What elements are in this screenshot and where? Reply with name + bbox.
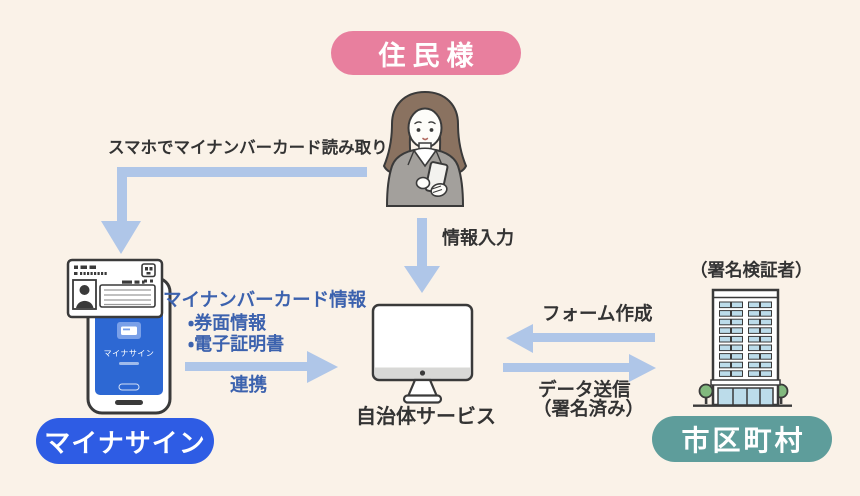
municipal-service-monitor-icon bbox=[371, 303, 474, 404]
phone-app-title: マイナサイン bbox=[104, 349, 155, 358]
resident-badge: 住民様 bbox=[331, 31, 521, 75]
municipal-service-label: 自治体サービス bbox=[356, 404, 496, 428]
mynasign-app-illustration: マイナサイン bbox=[66, 258, 172, 415]
resident-woman-icon bbox=[382, 90, 468, 207]
arrow-data-send-icon bbox=[503, 354, 656, 382]
card-info-item-certificate: ・電子証明書 bbox=[188, 334, 285, 355]
signature-verifier-label: （署名検証者） bbox=[690, 261, 813, 281]
arrow-form-creation-icon bbox=[506, 324, 655, 353]
renkei-label: 連携 bbox=[230, 375, 268, 396]
arrow-renkei-icon bbox=[185, 351, 338, 383]
data-send-label-line2: （署名済み） bbox=[533, 399, 645, 420]
card-info-title: マイナンバーカード情報 bbox=[163, 290, 367, 311]
mynumber-card-icon bbox=[66, 258, 164, 319]
info-input-label: 情報入力 bbox=[442, 228, 514, 249]
data-send-label-line1: データ送信 bbox=[538, 380, 631, 401]
card-info-item-kenmen: ・券面情報 bbox=[188, 313, 267, 334]
arrow-read-card-icon bbox=[101, 167, 367, 254]
mynasign-badge: マイナサイン bbox=[36, 418, 214, 464]
form-creation-label: フォーム作成 bbox=[542, 304, 653, 325]
tree-icon bbox=[698, 383, 714, 404]
smartphone-read-label: スマホでマイナンバーカード読み取り bbox=[108, 138, 388, 157]
arrow-info-input-icon bbox=[404, 218, 440, 293]
municipality-building-icon bbox=[693, 288, 792, 407]
municipality-badge: 市区町村 bbox=[652, 416, 832, 462]
